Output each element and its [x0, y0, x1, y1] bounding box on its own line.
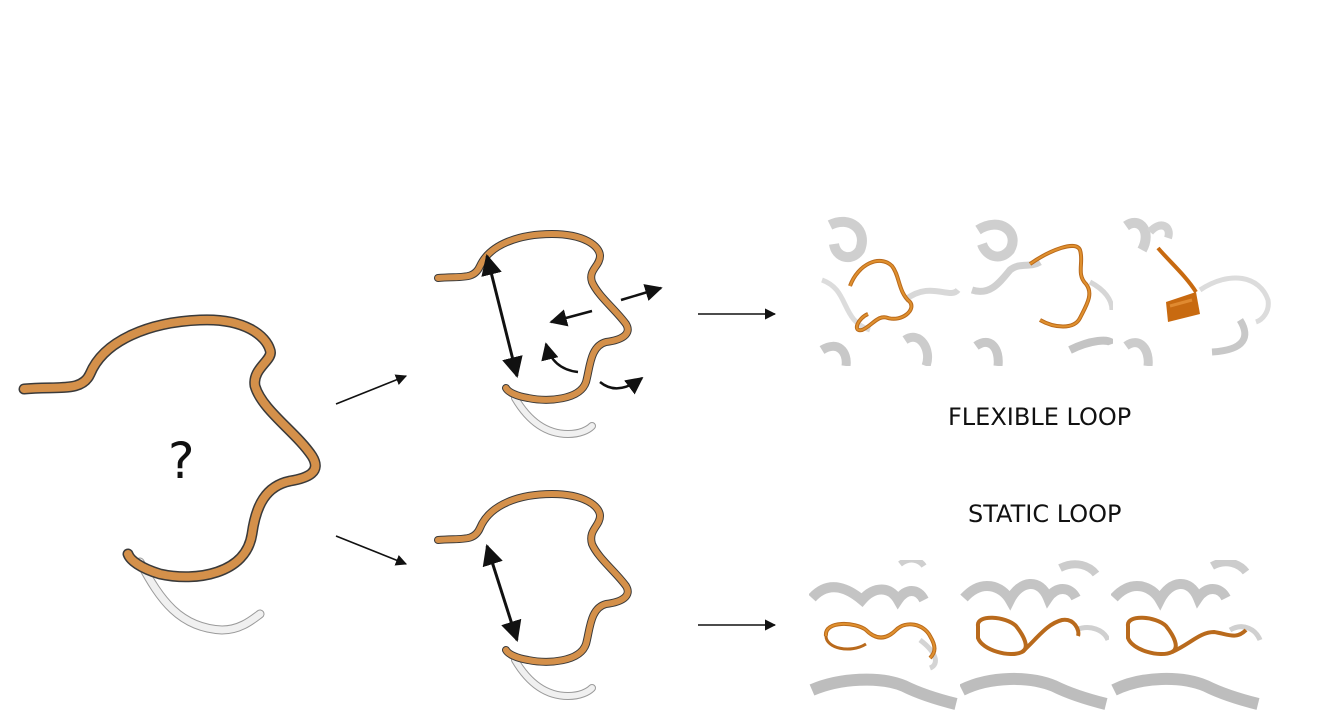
flexible-loop-sketch	[434, 230, 632, 439]
static-motion-arrow	[482, 543, 522, 643]
flexible-snapshot-1	[819, 216, 961, 366]
arrow-to-flexible	[335, 374, 408, 405]
static-loop-sketch	[434, 490, 632, 701]
static-snapshot-2	[960, 560, 1109, 710]
static-snapshot-1	[809, 560, 958, 710]
static-snapshot-3	[1111, 560, 1263, 710]
unknown-marker: ?	[168, 432, 195, 490]
unknown-loop	[18, 314, 321, 635]
flexible-motion-arrows	[481, 253, 663, 395]
static-label: STATIC LOOP	[968, 500, 1121, 528]
arrow-to-static	[335, 535, 408, 566]
flexible-snapshot-2	[971, 216, 1113, 366]
flexible-label: FLEXIBLE LOOP	[948, 403, 1131, 431]
flexible-snapshot-3	[1123, 216, 1273, 366]
